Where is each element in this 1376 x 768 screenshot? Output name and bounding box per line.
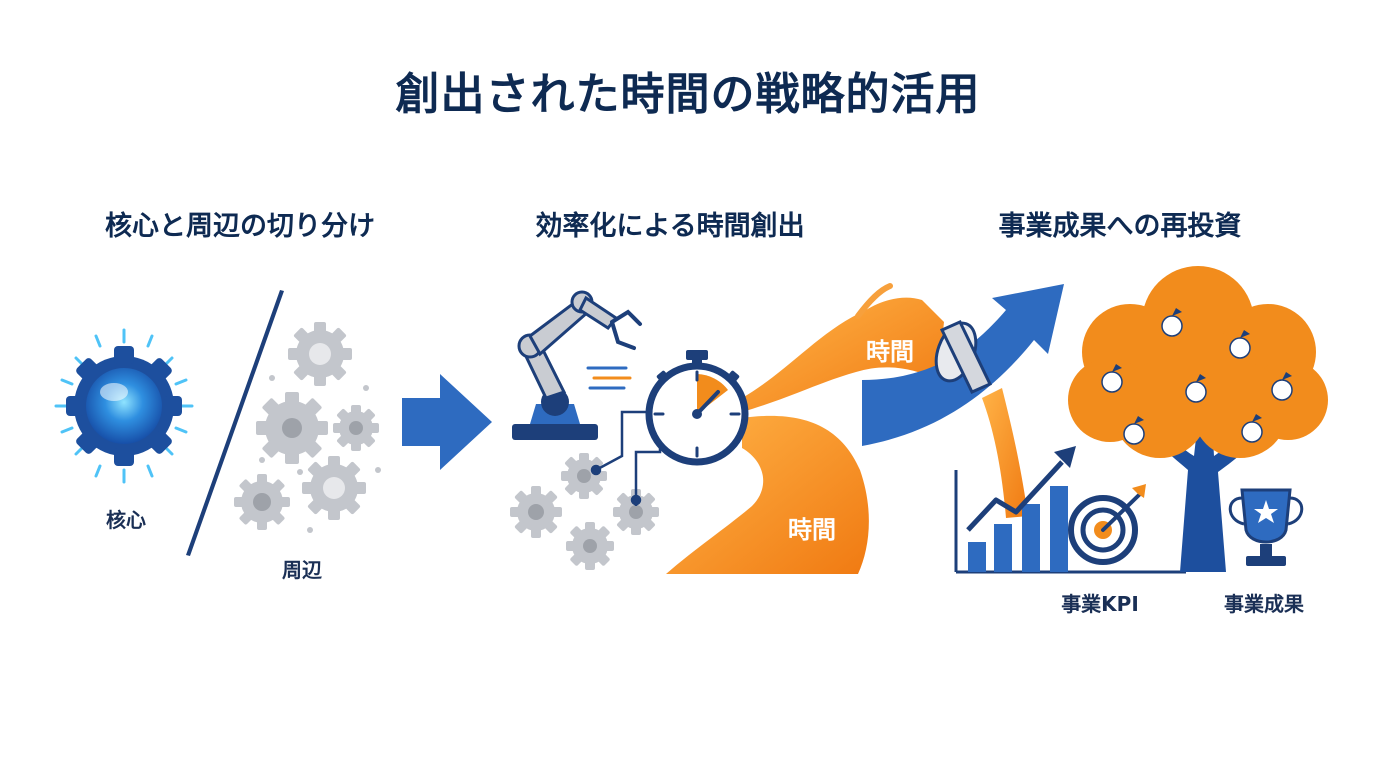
periphery-label: 周辺 [282,558,322,582]
target-icon [1068,484,1146,565]
periphery-gears-icon [234,322,381,533]
divider-slash [186,290,284,556]
section-title-separation: 核心と周辺の切り分け [105,211,375,242]
page-title: 創出された時間の戦略的活用 [395,69,981,120]
pouring-bucket-icon [934,320,1028,518]
small-gears-icon [510,453,659,570]
core-label: 核心 [106,508,146,532]
section-title-time-creation: 効率化による時間創出 [535,211,805,242]
core-gear-icon [54,328,194,484]
orange-time-flow [666,283,944,574]
stopwatch-icon [645,350,749,466]
fruit-tree-icon [1068,266,1328,572]
flow-arrow-1 [402,374,492,470]
bar-chart-icon [954,446,1186,574]
time-label-lower: 時間 [788,516,836,544]
section-title-reinvestment: 事業成果への再投資 [998,211,1242,242]
trophy-icon [1228,488,1304,566]
time-label-upper: 時間 [866,338,914,366]
kpi-label: 事業KPI [1061,592,1139,616]
results-label: 事業成果 [1224,592,1304,616]
motion-lines [586,366,632,390]
robot-arm-icon [512,290,642,440]
